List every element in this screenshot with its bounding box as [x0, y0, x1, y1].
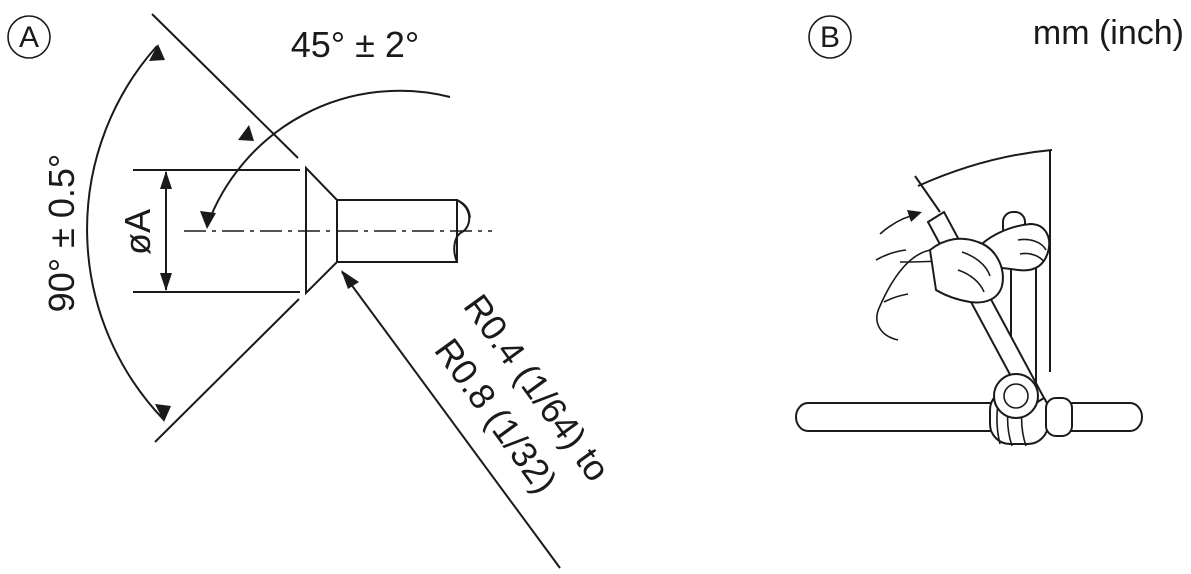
angle-90-label: 90° ± 0.5°: [41, 154, 82, 313]
motion-line-3: [883, 293, 909, 303]
badge-a-label: A: [19, 21, 39, 54]
motion-line-2: [875, 249, 907, 261]
panel-b: B mm (inch): [795, 14, 1184, 447]
motion-arrow: [907, 210, 922, 222]
radius-leader-line: [341, 271, 561, 569]
left-hand-finger-1: [961, 251, 991, 277]
panel-a-badge: A: [7, 15, 51, 59]
diameter-label: øA: [117, 209, 158, 255]
radius-leader-arrow: [341, 270, 359, 289]
union-nut: [1045, 397, 1073, 437]
reference-arc: [917, 149, 1053, 187]
pipe-break-line: [453, 199, 471, 263]
angle-45-label: 45° ± 2°: [291, 24, 420, 65]
panel-b-badge: B: [808, 15, 852, 59]
horizontal-pipe: [795, 402, 1143, 432]
reference-tick: [914, 175, 941, 213]
badge-circle-b: [808, 15, 852, 59]
diameter-arrow-top: [160, 171, 172, 189]
wrench-head: [993, 373, 1039, 419]
arc-45: [206, 89, 451, 227]
diameter-arrow-bottom: [160, 273, 172, 291]
pipe-break-curl: [456, 199, 471, 219]
left-hand-finger-2: [957, 269, 985, 293]
arrow-90-top: [149, 44, 165, 61]
left-hand-arm: [876, 249, 931, 341]
units-label: mm (inch): [1033, 14, 1184, 52]
left-hand-fist: [928, 237, 1004, 304]
right-hand-finger-1: [1017, 238, 1047, 251]
flare-extension-lower: [154, 298, 300, 443]
arc-90: [86, 45, 165, 421]
badge-b-label: B: [820, 21, 840, 54]
left-hand: [876, 237, 1004, 341]
panel-a: A 45° ± 2° 90° ± 0.5° øA: [7, 13, 618, 569]
wrench-head-inner: [1003, 383, 1029, 409]
arrow-45-top: [238, 125, 254, 141]
badge-circle-a: [7, 15, 51, 59]
arrow-90-bottom: [155, 404, 171, 422]
arrow-45-bottom: [200, 211, 216, 229]
flare-extension-upper: [151, 13, 299, 159]
right-hand-finger-2: [1019, 252, 1045, 263]
